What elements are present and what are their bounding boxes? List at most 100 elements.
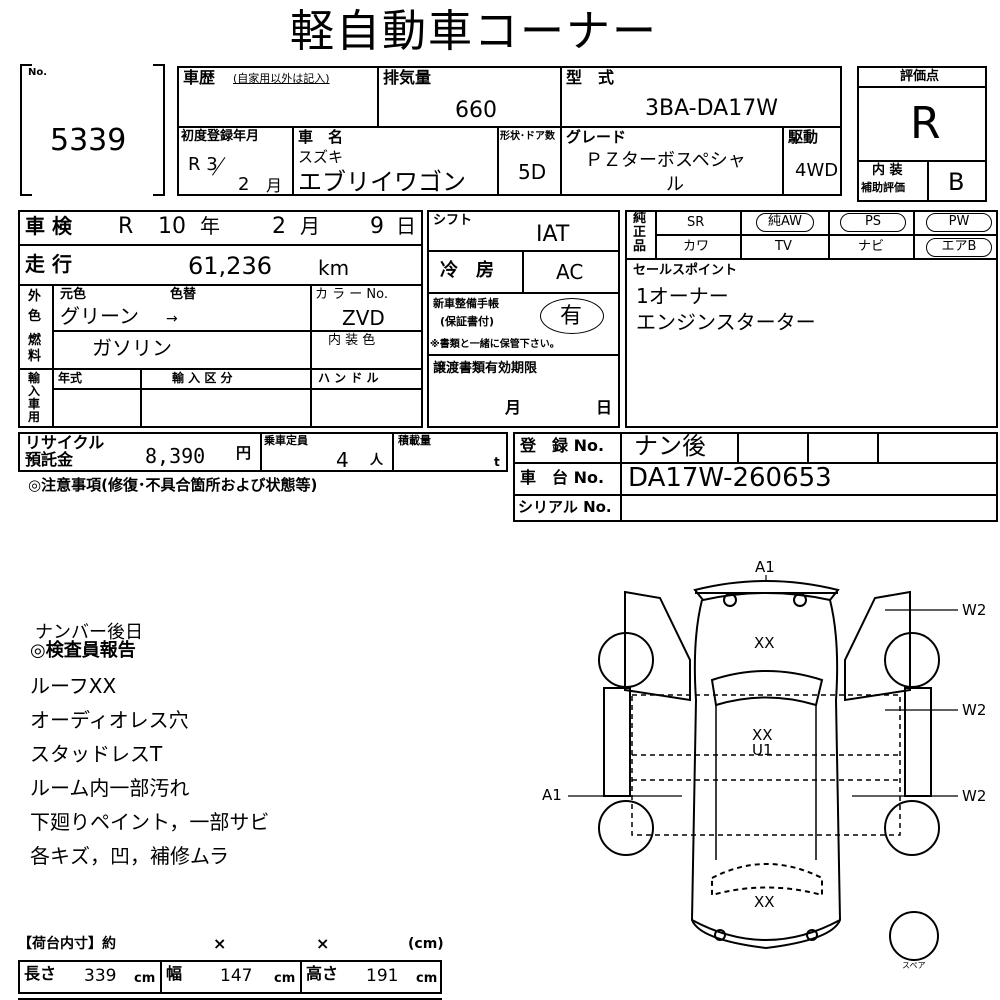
wheel-front-right — [884, 632, 940, 688]
serial-label: シリアル No. — [518, 498, 612, 516]
color-no-label: カ ラ ー No. — [315, 287, 388, 302]
wheel-rear-left — [598, 800, 654, 856]
cargo-x-1: × — [213, 934, 227, 953]
repaint-label: 色替 — [170, 287, 197, 302]
shift-value: IAT — [536, 222, 570, 247]
height-value: 191 — [366, 966, 399, 986]
first-reg-year: R 3 — [188, 154, 218, 175]
interior-score: B — [948, 168, 965, 196]
transfer-label: 譲渡書類有効期限 — [433, 361, 538, 376]
headlight-right — [793, 593, 807, 607]
cargo-x-2: × — [316, 934, 330, 953]
inspector-note: ルーフXX — [30, 674, 117, 698]
orig-color-value: グリーン — [60, 304, 139, 328]
equip-navi: ナビ — [858, 239, 885, 254]
equip-ps: PS — [840, 213, 906, 232]
wheel-rear-right — [884, 800, 940, 856]
lot-no-label: No. — [28, 67, 48, 78]
maker-value: スズキ — [298, 148, 344, 166]
inspection-month-char: 月 — [300, 214, 320, 238]
first-reg-month-char: 月 — [266, 176, 283, 195]
rear-window — [711, 863, 823, 897]
capacity-label: 乗車定員 — [264, 434, 308, 447]
mileage-value: 61,236 — [188, 252, 272, 280]
body-value: 5D — [518, 160, 547, 184]
score-label: 評価点 — [900, 69, 940, 84]
body-outline — [690, 599, 842, 950]
width-label: 幅 — [166, 964, 183, 983]
body-label: 形状･ドア数 — [500, 131, 555, 142]
history-label: 車歴 — [183, 68, 216, 87]
right-damage-label-3: W2 — [962, 787, 987, 805]
repaint-arrow: → — [166, 311, 178, 327]
sales-points-box — [625, 258, 998, 428]
first-reg-label: 初度登録年月 — [181, 129, 260, 144]
grade-label: グレード — [566, 128, 627, 146]
inspector-label: ◎検査員報告 — [30, 640, 136, 661]
equip-sr: SR — [687, 215, 705, 230]
equip-leather: カワ — [683, 239, 710, 254]
import-type-label: 輸 入 区 分 — [172, 371, 233, 385]
displacement-label: 排気量 — [383, 68, 432, 87]
inspection-month: 2 — [272, 214, 286, 239]
chassis-value: DA17W-260653 — [628, 463, 832, 493]
length-unit: cm — [134, 971, 156, 986]
reg-label: 登 録 No. — [520, 436, 605, 455]
recycle-amount: 8,390 — [145, 444, 206, 468]
drive-label: 駆動 — [788, 128, 819, 146]
inspection-year: 10 — [158, 214, 186, 239]
equip-airbag: エアB — [926, 238, 992, 257]
displacement-value: 660 — [455, 98, 497, 123]
cargo-unit-label: (cm) — [408, 936, 444, 952]
fuel-label-1: 燃 — [28, 333, 42, 348]
height-label: 高さ — [306, 964, 339, 983]
interior-label-2: 補助評価 — [861, 181, 905, 194]
cargo-dimensions-box — [18, 960, 442, 994]
left-front-door — [624, 590, 691, 702]
interior-label-1: 内 装 — [872, 163, 903, 178]
exterior-label-2: 色 — [28, 309, 42, 324]
inspector-note: ルーム内一部汚れ — [30, 776, 190, 800]
transfer-month: 月 — [505, 398, 522, 417]
spare-label: スペア — [902, 961, 926, 970]
center-mark-2: U1 — [752, 741, 773, 759]
sales-point-2: エンジンスターター — [636, 310, 816, 334]
rear-bumper — [691, 919, 841, 941]
car-name-label: 車 名 — [298, 128, 344, 146]
inspection-era: R — [118, 214, 134, 239]
handle-label: ハ ン ド ル — [318, 371, 379, 385]
orig-color-label: 元色 — [60, 287, 87, 302]
manual-note: ※書類と一緒に保管下さい。 — [430, 339, 560, 350]
inspection-block — [18, 210, 423, 428]
plate-note: ナンバー後日 — [35, 622, 143, 643]
diagram-top-label: A1 — [755, 558, 775, 576]
front-bumper-shape — [693, 580, 840, 602]
notes-label: ◎注意事項(修復･不具合箇所および状態等) — [28, 476, 318, 494]
manual-label-1: 新車整備手帳 — [433, 297, 499, 310]
grade-line2: ル — [666, 174, 684, 195]
right-damage-label-2: W2 — [962, 701, 987, 719]
lot-number: 5339 — [50, 123, 127, 158]
transfer-day: 日 — [596, 398, 613, 417]
interior-color-label: 内 装 色 — [328, 333, 376, 348]
right-side-sill — [904, 687, 932, 797]
load-unit: t — [494, 455, 500, 469]
exterior-label-1: 外 — [28, 289, 42, 304]
sales-point-1: 1オーナー — [636, 284, 729, 308]
import-label-4: 用 — [28, 410, 41, 424]
vehicle-info-block — [177, 66, 842, 196]
vehicle-damage-diagram — [568, 575, 958, 961]
inspector-note: 各キズ，凹，補修ムラ — [30, 844, 229, 868]
import-label-1: 輸 — [28, 371, 41, 385]
shift-label: シフト — [433, 213, 473, 228]
windshield — [710, 670, 824, 707]
inspection-year-char: 年 — [200, 214, 220, 238]
first-reg-month: 2 — [238, 174, 250, 195]
rear-mark: XX — [754, 893, 775, 911]
recycle-yen: 円 — [236, 444, 252, 462]
wheel-front-left — [598, 632, 654, 688]
page-title: 軽自動車コーナー — [290, 6, 658, 57]
history-note: (自家用以外は記入) — [233, 72, 330, 85]
manual-value: 有 — [560, 304, 583, 329]
fuel-label-2: 料 — [28, 349, 42, 364]
